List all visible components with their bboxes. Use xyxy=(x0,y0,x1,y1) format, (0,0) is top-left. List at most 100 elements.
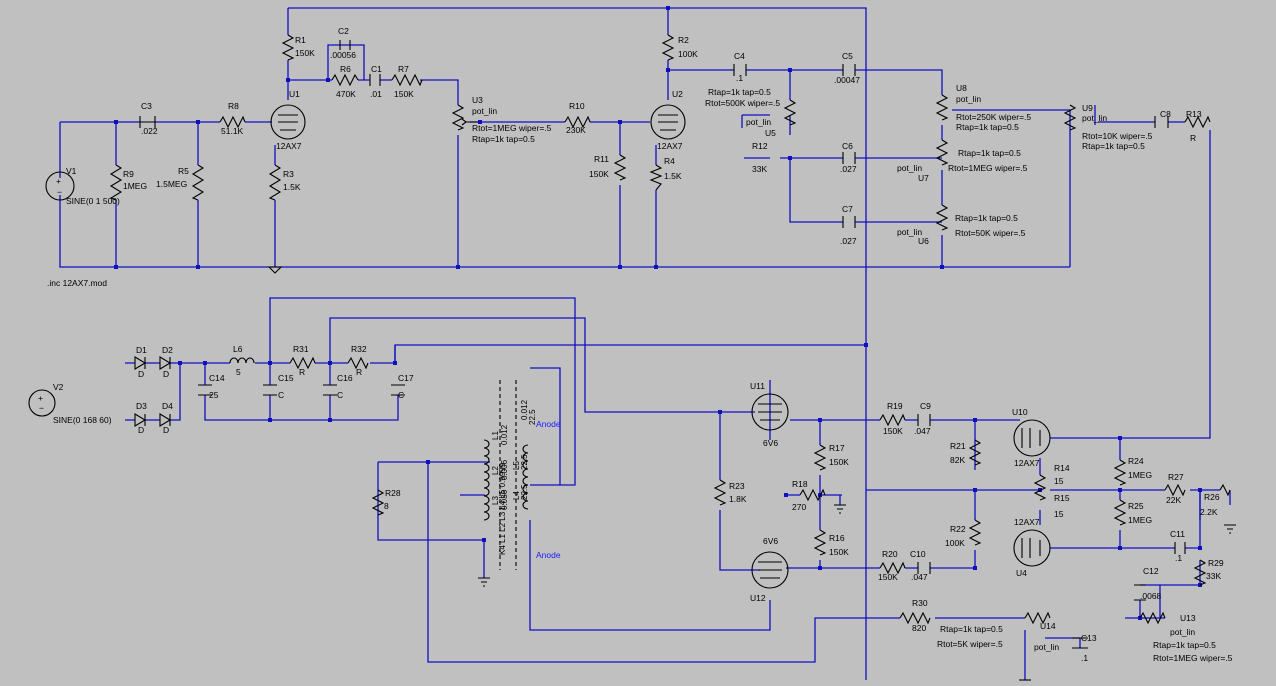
label-comp-u7-p1: Rtap=1k tap=0.5 xyxy=(958,148,1021,158)
resistors xyxy=(109,34,1231,625)
transformer-l4-val: 22.5 xyxy=(520,484,529,500)
tubes xyxy=(270,104,1051,589)
label-comp-r32-ref: R32 xyxy=(351,344,367,354)
label-comp-u13-val: pot_lin xyxy=(1170,627,1196,637)
label-comp-u10-val: 12AX7 xyxy=(1014,458,1040,468)
label-comp-r27-val: 22K xyxy=(1166,495,1182,505)
label-comp-r8-ref: R8 xyxy=(228,101,239,111)
label-comp-d2-val: D xyxy=(163,369,170,379)
label-comp-c14-ref: C14 xyxy=(209,373,225,383)
capacitors xyxy=(139,40,1186,649)
label-comp-c11-val: .1 xyxy=(1175,553,1183,563)
label-comp-r25-ref: R25 xyxy=(1128,501,1144,511)
potentiometers xyxy=(451,94,1166,625)
label-comp-r14-ref: R14 xyxy=(1054,463,1070,473)
label-comp-r28-val: 8 xyxy=(384,501,389,511)
label-comp-r29-val: 33K xyxy=(1206,571,1222,581)
label-comp-r6-ref: R6 xyxy=(340,64,351,74)
label-comp-v1-val: SINE(0 1 500) xyxy=(66,196,120,206)
label-comp-c13-val: .1 xyxy=(1081,653,1089,663)
label-comp-c7-ref: C7 xyxy=(842,204,853,214)
svg-text:+: + xyxy=(56,176,61,186)
label-comp-d1-ref: D1 xyxy=(136,345,147,355)
transformer-l1: L1 xyxy=(491,431,500,440)
label-comp-r16-ref: R16 xyxy=(829,533,845,543)
label-comp-r8-val: 51.1K xyxy=(221,126,244,136)
label-comp-r2-val: 100K xyxy=(678,49,698,59)
label-comp-r11-val: 150K xyxy=(589,169,609,179)
label-comp-c12-val: .0068 xyxy=(1140,591,1162,601)
label-comp-u5-p2: Rtot=500K wiper=.5 xyxy=(705,98,781,108)
label-comp-r4-val: 1.5K xyxy=(664,171,682,181)
label-comp-r13-val: R xyxy=(1190,133,1197,143)
label-comp-r26-ref: R26 xyxy=(1204,492,1220,502)
label-comp-u9-p2: Rtap=1k tap=0.5 xyxy=(1082,141,1145,151)
label-comp-c1-val: .01 xyxy=(370,89,382,99)
label-comp-c15-ref: C15 xyxy=(278,373,294,383)
label-comp-c3-val: .022 xyxy=(141,126,158,136)
grounds xyxy=(267,266,1236,681)
label-comp-u10-ref: U10 xyxy=(1012,407,1028,417)
label-comp-c16-val: C xyxy=(337,390,344,400)
label-comp-r10-ref: R10 xyxy=(569,101,585,111)
label-comp-c10-ref: C10 xyxy=(910,549,926,559)
label-comp-r12-ref: R12 xyxy=(752,141,768,151)
label-comp-r9-ref: R9 xyxy=(123,169,134,179)
label-comp-r9-val: 1MEG xyxy=(123,181,148,191)
label-comp-r29-ref: R29 xyxy=(1208,558,1224,568)
label-comp-d4-val: D xyxy=(163,425,170,435)
label-comp-u5-ref: U5 xyxy=(765,128,776,138)
label-comp-u6-p1: Rtap=1k tap=0.5 xyxy=(955,213,1018,223)
label-comp-c17-ref: C17 xyxy=(398,373,414,383)
sources: +− +− xyxy=(28,171,75,417)
label-comp-r21-ref: R21 xyxy=(950,441,966,451)
label-comp-r24-val: 1MEG xyxy=(1128,470,1153,480)
label-comp-c15-val: C xyxy=(278,390,285,400)
label-comp-r1-val: 150K xyxy=(295,48,315,58)
label-comp-r31-val: R xyxy=(299,367,306,377)
label-comp-u1-ref: U1 xyxy=(289,89,300,99)
label-comp-r31-ref: R31 xyxy=(293,344,309,354)
label-comp-u13-p1: Rtap=1k tap=0.5 xyxy=(1153,640,1216,650)
label-comp-r22-val: 100K xyxy=(945,538,965,548)
label-spice_directive: .inc 12AX7.mod xyxy=(47,278,108,288)
label-comp-u4-ref: U4 xyxy=(1016,568,1027,578)
label-comp-c5-ref: C5 xyxy=(842,51,853,61)
label-comp-u14-p2: Rtot=5K wiper=.5 xyxy=(937,639,1003,649)
wires xyxy=(59,7,1231,680)
svg-text:+: + xyxy=(38,393,43,403)
label-comp-u2-val: 12AX7 xyxy=(657,141,683,151)
label-comp-c6-val: .027 xyxy=(840,164,857,174)
label-comp-u8-p1: Rtot=250K wiper=.5 xyxy=(956,112,1032,122)
label-comp-r15-ref: R15 xyxy=(1054,493,1070,503)
label-comp-l6-ref: L6 xyxy=(233,344,243,354)
label-comp-r27-ref: R27 xyxy=(1168,472,1184,482)
label-comp-c11-ref: C11 xyxy=(1170,529,1185,539)
svg-text:−: − xyxy=(57,187,62,197)
label-comp-c10-val: .047 xyxy=(911,572,928,582)
transformer-l1-val: 0.012 xyxy=(500,424,509,445)
transformer-l5-val: 22.5 xyxy=(520,454,529,470)
label-comp-u1-val: 12AX7 xyxy=(276,141,302,151)
label-comp-r30-ref: R30 xyxy=(912,598,928,608)
label-comp-r3-val: 1.5K xyxy=(283,182,301,192)
label-comp-u9-p1: Rtot=10K wiper=.5 xyxy=(1082,131,1153,141)
label-comp-r15-val: 15 xyxy=(1054,509,1064,519)
label-comp-c6-ref: C6 xyxy=(842,141,853,151)
label-comp-r30-val: 820 xyxy=(912,623,927,633)
label-comp-r11-ref: R11 xyxy=(594,154,609,164)
label-comp-r25-val: 1MEG xyxy=(1128,515,1153,525)
label-comp-v2-ref: V2 xyxy=(53,382,64,392)
label-comp-r7-val: 150K xyxy=(394,89,414,99)
label-comp-r12-val: 33K xyxy=(752,164,768,174)
label-comp-r24-ref: R24 xyxy=(1128,456,1144,466)
label-comp-c7-val: .027 xyxy=(840,236,857,246)
label-comp-r4-ref: R4 xyxy=(664,156,675,166)
label-comp-r2-ref: R2 xyxy=(678,35,689,45)
label-comp-c9-ref: C9 xyxy=(920,401,931,411)
label-comp-d3-val: D xyxy=(138,425,145,435)
label-comp-u7-p2: Rtot=1MEG wiper=.5 xyxy=(948,163,1028,173)
label-comp-r16-val: 150K xyxy=(829,547,849,557)
label-comp-u11-ref: U11 xyxy=(750,381,765,391)
